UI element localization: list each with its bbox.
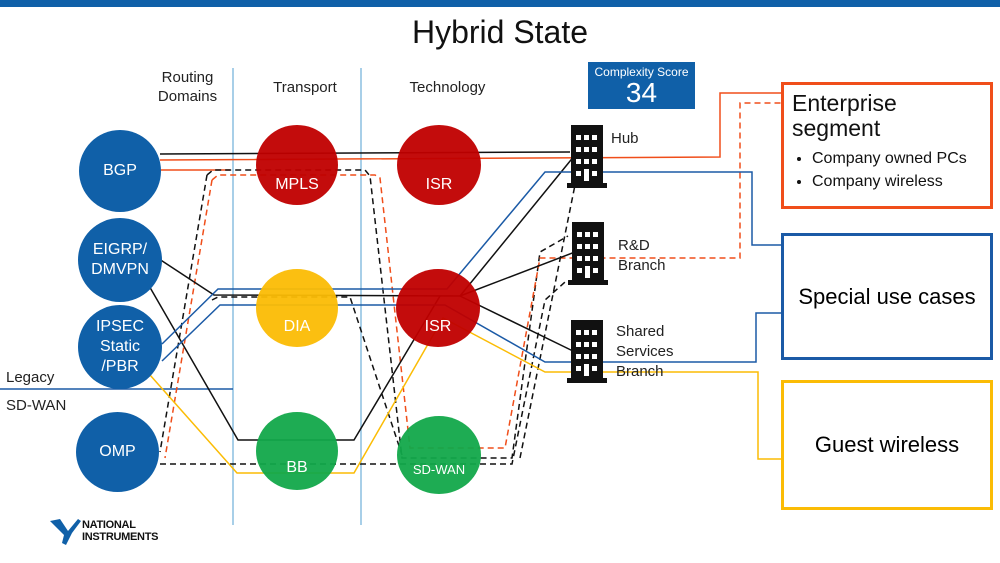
node-label: BGP xyxy=(103,162,137,179)
node-label: DIA xyxy=(283,318,311,335)
building-icon-shared[interactable] xyxy=(567,318,607,384)
ni-logo-icon xyxy=(50,519,81,545)
node-isr-2[interactable]: ISR xyxy=(396,269,480,347)
segment-title-line: segment xyxy=(792,115,881,141)
logo-line: INSTRUMENTS xyxy=(82,531,159,543)
line-bgp-hub-black xyxy=(159,151,571,155)
line-guest xyxy=(149,316,781,474)
node-label: ISR xyxy=(425,176,453,193)
node-dia[interactable]: DIA xyxy=(256,269,338,347)
node-ipsec-static-pbr[interactable]: IPSEC Static /PBR xyxy=(78,305,162,389)
line-ipsec-special-2 xyxy=(161,304,781,363)
header-line: Domains xyxy=(157,88,218,105)
site-label-line: R&D xyxy=(618,237,650,254)
node-isr-1[interactable]: ISR xyxy=(397,125,481,205)
national-instruments-logo: NATIONAL INSTRUMENTS xyxy=(50,517,158,552)
node-omp[interactable]: OMP xyxy=(76,412,159,492)
building-icon-rnd[interactable] xyxy=(568,220,608,286)
node-sdwan[interactable]: SD-WAN xyxy=(397,416,481,494)
segment-box-enterprise[interactable]: Enterprise segment Company owned PCs Com… xyxy=(781,82,993,209)
node-bgp[interactable]: BGP xyxy=(79,130,161,212)
column-header-transport: Transport xyxy=(273,79,337,96)
logo-text: NATIONAL INSTRUMENTS xyxy=(82,519,158,543)
segment-bullets: Company owned PCs Company wireless xyxy=(792,147,982,193)
complexity-score-value: 34 xyxy=(625,77,658,108)
segment-bullet: Company wireless xyxy=(812,170,982,193)
dashed-omp-sdwan xyxy=(160,281,566,465)
page-title: Hybrid State xyxy=(411,14,589,50)
line-ipsec-special-1 xyxy=(161,171,781,345)
column-header-routing-domains: Routing Domains xyxy=(140,68,235,106)
site-label-line: Services xyxy=(616,343,674,360)
logo-line: NATIONAL xyxy=(82,519,136,531)
node-label: /PBR xyxy=(101,358,139,375)
site-label-hub: Hub xyxy=(611,130,639,147)
segment-title: Guest wireless xyxy=(814,432,960,457)
node-label: BB xyxy=(286,459,308,476)
node-label: EIGRP/ xyxy=(92,241,148,258)
column-header-technology: Technology xyxy=(409,79,486,96)
building-icon-hub[interactable] xyxy=(567,123,607,189)
node-label: ISR xyxy=(424,318,452,335)
line-eigrp-isr-hub xyxy=(149,154,576,297)
site-label-line: Branch xyxy=(618,257,666,274)
node-label: OMP xyxy=(99,443,136,460)
complexity-score-label: Complexity Score xyxy=(594,65,689,79)
segment-title-line: Enterprise xyxy=(792,90,897,116)
segment-box-guest[interactable]: Guest wireless xyxy=(781,380,993,510)
node-mpls[interactable]: MPLS xyxy=(256,125,338,205)
line-isr-rnd xyxy=(459,251,576,297)
complexity-score-badge: Complexity Score 34 xyxy=(588,62,695,109)
site-label-line: Branch xyxy=(616,363,664,380)
segment-box-special[interactable]: Special use cases xyxy=(781,233,993,360)
node-label: Static xyxy=(99,338,140,355)
node-label: DMVPN xyxy=(91,261,149,278)
dashed-omp-up-black xyxy=(159,174,208,453)
node-eigrp-dmvpn[interactable]: EIGRP/ DMVPN xyxy=(78,218,162,302)
node-bb[interactable]: BB xyxy=(256,412,338,490)
node-label: IPSEC xyxy=(95,318,144,335)
node-label: SD-WAN xyxy=(412,462,466,477)
sdwan-label: SD-WAN xyxy=(6,397,67,414)
top-bar xyxy=(0,0,1000,7)
segment-title: Special use cases xyxy=(798,283,976,309)
segment-bullet: Company owned PCs xyxy=(812,147,982,170)
site-label-rnd: R&D Branch xyxy=(618,236,666,276)
site-label-line: Shared xyxy=(616,323,665,340)
header-line: Routing xyxy=(161,69,214,86)
dashed-hub-drop xyxy=(519,184,576,459)
site-label-shared: Shared Services Branch xyxy=(616,322,674,382)
legacy-label: Legacy xyxy=(6,369,55,386)
node-label: MPLS xyxy=(275,176,319,193)
